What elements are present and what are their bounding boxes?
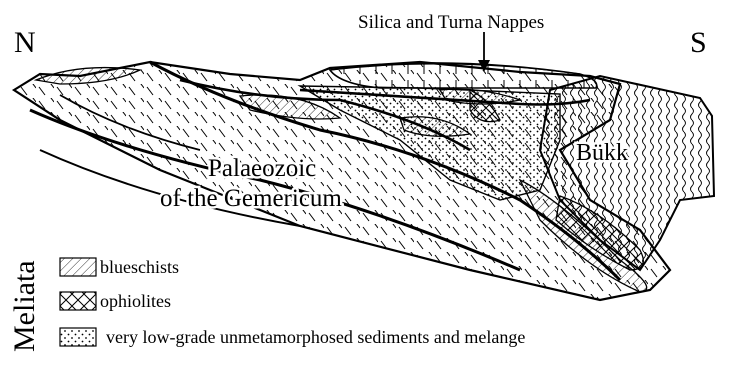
legend-label-sediments: very low-grade unmetamorphosed sediments… xyxy=(106,327,525,347)
legend-label-ophiolites: ophiolites xyxy=(100,291,171,311)
palaeozoic-label-2: of the Gemericum xyxy=(160,185,342,212)
south-label: S xyxy=(690,26,707,59)
legend-label-blueschists: blueschists xyxy=(100,257,179,277)
legend-swatch-sediments xyxy=(60,328,96,346)
legend-swatch-blueschists xyxy=(60,258,96,276)
legend: blueschists ophiolites very low-grade un… xyxy=(60,257,525,347)
bukk-label: Bükk xyxy=(576,140,628,166)
palaeozoic-label-1: Palaeozoic xyxy=(208,155,316,182)
north-label: N xyxy=(14,26,36,59)
silica-turna-label: Silica and Turna Nappes xyxy=(358,12,544,33)
legend-swatch-ophiolites xyxy=(60,292,96,310)
meliata-label: Meliata xyxy=(8,260,41,352)
